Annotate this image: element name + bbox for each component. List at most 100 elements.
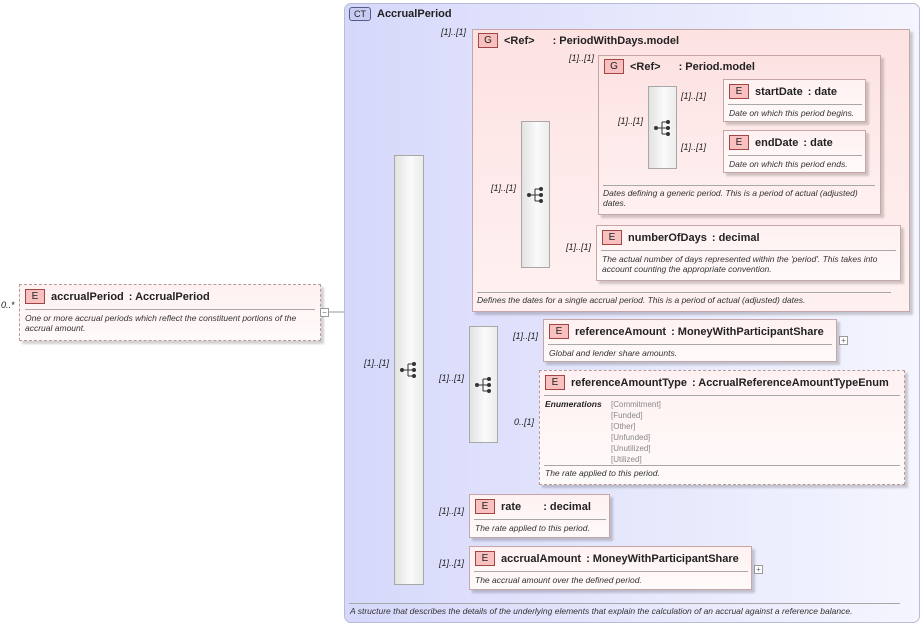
element-end-date[interactable]: E endDate : date Date on which this peri… xyxy=(723,130,866,173)
root-element-type: : AccrualPeriod xyxy=(128,290,210,303)
enum-value: [Unutilized] xyxy=(611,444,651,453)
start-date-multiplicity: [1]..[1] xyxy=(681,91,707,101)
element-badge: E xyxy=(602,230,622,245)
element-name: accrualAmount xyxy=(501,552,582,565)
root-element-description: One or more accrual periods which reflec… xyxy=(25,313,297,333)
accrual-amount-multiplicity: [1]..[1] xyxy=(439,558,465,568)
element-name: numberOfDays xyxy=(628,231,707,244)
group-name: : Period.model xyxy=(678,60,755,73)
period-sequence[interactable] xyxy=(648,86,677,169)
element-badge: E xyxy=(475,551,495,566)
element-name: endDate xyxy=(755,136,799,149)
root-element-accrual-period[interactable]: E accrualPeriod : AccrualPeriod One or m… xyxy=(19,284,321,341)
complex-type-badge: CT xyxy=(349,7,371,21)
element-badge: E xyxy=(729,135,749,150)
main-sequence-multiplicity: [1]..[1] xyxy=(364,358,390,368)
period-with-days-sequence[interactable] xyxy=(521,121,550,268)
element-start-date[interactable]: E startDate : date Date on which this pe… xyxy=(723,79,866,122)
complex-type-description: A structure that describes the details o… xyxy=(350,606,853,616)
end-date-multiplicity: [1]..[1] xyxy=(681,142,707,152)
element-description: The accrual amount over the defined peri… xyxy=(475,575,642,585)
divider xyxy=(544,465,900,466)
element-name: rate xyxy=(501,500,522,513)
group-ref: <Ref> xyxy=(504,34,535,47)
sequence-icon xyxy=(400,362,416,378)
element-type: : decimal xyxy=(543,500,591,513)
enum-value: [Other] xyxy=(611,422,636,431)
divider xyxy=(601,250,896,251)
element-rate[interactable]: E rate : decimal The rate applied to thi… xyxy=(469,494,610,538)
complex-type-name: AccrualPeriod xyxy=(377,8,452,20)
element-number-of-days[interactable]: E numberOfDays : decimal The actual numb… xyxy=(596,225,901,281)
reference-amount-type-multiplicity: 0..[1] xyxy=(514,417,535,427)
element-reference-amount-type[interactable]: E referenceAmountType : AccrualReference… xyxy=(539,370,905,485)
element-name: startDate xyxy=(755,85,803,98)
element-badge: E xyxy=(475,499,495,514)
complex-type-header: CT AccrualPeriod xyxy=(349,7,452,21)
element-header: E startDate : date xyxy=(729,84,837,99)
divider xyxy=(603,185,875,186)
collapse-toggle[interactable]: − xyxy=(320,308,329,317)
reference-sequence[interactable] xyxy=(469,326,498,443)
element-description: The rate applied to this period. xyxy=(545,468,660,478)
element-type: : MoneyWithParticipantShare xyxy=(586,552,739,565)
rate-multiplicity: [1]..[1] xyxy=(439,506,465,516)
divider xyxy=(474,571,748,572)
enum-value: [Commitment] xyxy=(611,400,661,409)
root-multiplicity: 0..* xyxy=(1,300,15,310)
element-type: : MoneyWithParticipantShare xyxy=(671,325,824,338)
enumeration-list: [Commitment] [Funded] [Other] [Unfunded]… xyxy=(611,399,661,465)
enum-value: [Unfunded] xyxy=(611,433,651,442)
element-badge: E xyxy=(25,289,45,304)
main-sequence-compositor[interactable] xyxy=(394,155,424,585)
divider xyxy=(474,519,606,520)
element-badge: E xyxy=(549,324,569,339)
element-header: E numberOfDays : decimal xyxy=(602,230,760,245)
element-description: Global and lender share amounts. xyxy=(549,348,678,358)
element-header: E referenceAmount : MoneyWithParticipant… xyxy=(549,324,824,339)
period-sequence-multiplicity: [1]..[1] xyxy=(618,116,644,126)
element-name: referenceAmount xyxy=(575,325,667,338)
reference-sequence-multiplicity: [1]..[1] xyxy=(439,373,465,383)
group-badge: G xyxy=(604,59,624,74)
element-header: E endDate : date xyxy=(729,135,833,150)
enum-value: [Funded] xyxy=(611,411,643,420)
element-description: Date on which this period begins. xyxy=(729,108,855,118)
divider xyxy=(728,155,862,156)
group-description: Dates defining a generic period. This is… xyxy=(603,188,858,208)
sequence-icon xyxy=(474,376,491,393)
element-reference-amount[interactable]: E referenceAmount : MoneyWithParticipant… xyxy=(543,319,837,362)
group-period-with-days-multiplicity: [1]..[1] xyxy=(441,27,467,37)
element-badge: E xyxy=(729,84,749,99)
divider xyxy=(25,309,315,310)
root-element-name: accrualPeriod xyxy=(51,290,124,303)
expand-toggle[interactable]: + xyxy=(754,565,763,574)
element-type: : date xyxy=(803,136,833,149)
divider xyxy=(728,104,862,105)
element-badge: E xyxy=(545,375,565,390)
element-type: : AccrualReferenceAmountTypeEnum xyxy=(691,376,889,389)
element-description: Date on which this period ends. xyxy=(729,159,848,169)
group-header: G <Ref> : PeriodWithDays.model xyxy=(478,33,679,48)
group-description: Defines the dates for a single accrual p… xyxy=(477,295,806,305)
element-description: The rate applied to this period. xyxy=(475,523,590,533)
group-header: G <Ref> : Period.model xyxy=(604,59,755,74)
root-element-header: E accrualPeriod : AccrualPeriod xyxy=(25,289,210,304)
element-name: referenceAmountType xyxy=(571,376,687,389)
expand-toggle[interactable]: + xyxy=(839,336,848,345)
divider xyxy=(548,344,832,345)
divider xyxy=(544,395,900,396)
group-ref: <Ref> xyxy=(630,60,661,73)
sequence-icon xyxy=(526,186,543,203)
element-header: E rate : decimal xyxy=(475,499,591,514)
group-badge: G xyxy=(478,33,498,48)
reference-amount-multiplicity: [1]..[1] xyxy=(513,331,539,341)
enumerations-label: Enumerations xyxy=(545,399,602,409)
number-of-days-multiplicity: [1]..[1] xyxy=(566,242,592,252)
enum-value: [Utilized] xyxy=(611,455,642,464)
element-header: E referenceAmountType : AccrualReference… xyxy=(545,375,889,390)
divider xyxy=(477,292,891,293)
element-accrual-amount[interactable]: E accrualAmount : MoneyWithParticipantSh… xyxy=(469,546,752,590)
inner-sequence-multiplicity: [1]..[1] xyxy=(491,183,517,193)
group-name: : PeriodWithDays.model xyxy=(552,34,679,47)
